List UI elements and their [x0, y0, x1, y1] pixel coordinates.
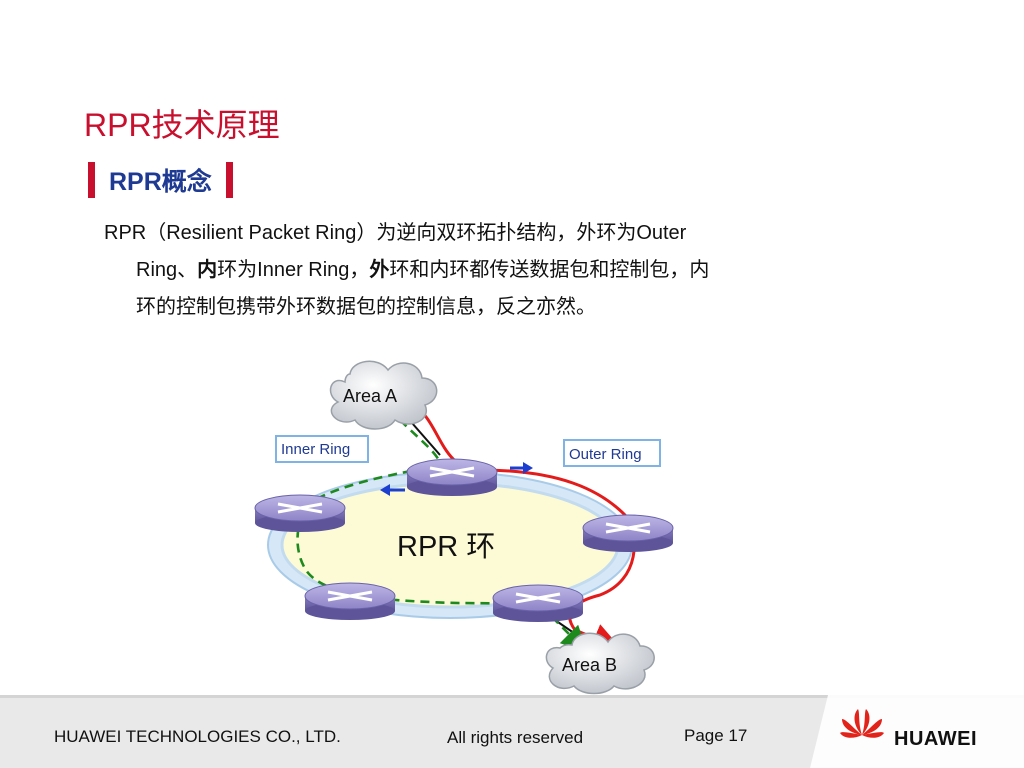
body-line-2c: 环为Inner Ring， — [217, 259, 370, 281]
body-line-1: RPR（Resilient Packet Ring）为逆向双环拓扑结构，外环为O… — [104, 222, 687, 244]
inner-ring-label: Inner Ring — [281, 441, 350, 458]
body-line-2e: 环和内环都传送数据包和控制包，内 — [389, 259, 710, 281]
router-right — [582, 514, 674, 552]
section-header: RPR概念 — [88, 158, 233, 202]
footer-rights: All rights reserved — [447, 728, 584, 747]
footer-page-number: Page 17 — [684, 726, 748, 745]
section-bar-left — [88, 162, 95, 198]
body-line-2b: 内 — [197, 259, 218, 281]
outer-ring-callout: Outer Ring — [563, 439, 661, 467]
footer: HUAWEI TECHNOLOGIES CO., LTD. All rights… — [0, 695, 1024, 768]
outer-ring-label: Outer Ring — [569, 446, 642, 463]
body-line-2d: 外 — [369, 259, 390, 281]
huawei-logo-icon — [810, 695, 1024, 768]
inner-direction-arrow — [380, 484, 405, 496]
router-bottom-right — [492, 584, 584, 622]
footer-company: HUAWEI TECHNOLOGIES CO., LTD. — [54, 727, 341, 746]
area-b-label: Area B — [562, 655, 617, 675]
router-left — [254, 494, 346, 532]
rpr-ring-diagram: RPR 环 — [254, 360, 674, 695]
huawei-logo-text: HUAWEI — [894, 728, 977, 750]
body-paragraph: RPR（Resilient Packet Ring）为逆向双环拓扑结构，外环为O… — [104, 215, 884, 326]
outer-direction-arrow — [510, 462, 533, 474]
slide-title: RPR技术原理 — [84, 107, 280, 143]
ring-label: RPR 环 — [397, 531, 495, 563]
router-top — [406, 458, 498, 496]
section-title: RPR概念 — [109, 168, 212, 196]
inner-ring-callout: Inner Ring — [275, 435, 369, 463]
body-line-2a: Ring、 — [136, 259, 198, 281]
body-text-block: RPR（Resilient Packet Ring）为逆向双环拓扑结构，外环为O… — [104, 215, 884, 326]
footer-divider — [0, 695, 1024, 698]
section-bar-right — [225, 162, 233, 198]
area-a-cloud: Area A — [329, 360, 438, 430]
body-line-3: 环的控制包携带外环数据包的控制信息，反之亦然。 — [136, 296, 596, 318]
router-bottom-left — [304, 582, 396, 620]
area-b-cloud: Area B — [545, 632, 655, 695]
area-a-label: Area A — [343, 386, 397, 406]
